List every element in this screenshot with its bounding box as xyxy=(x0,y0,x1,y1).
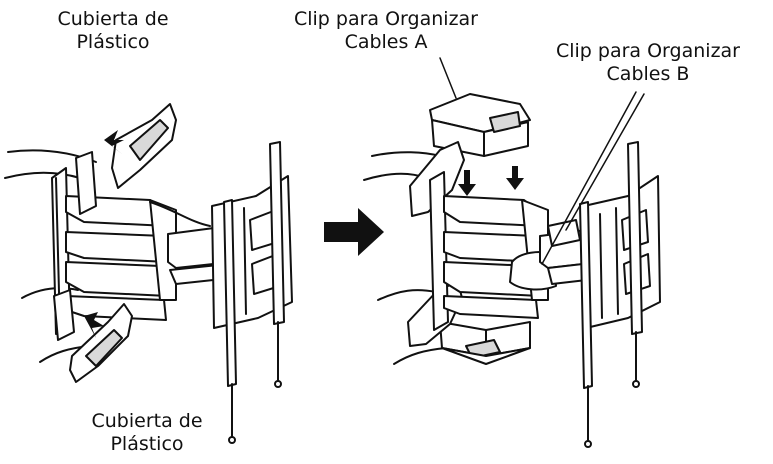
arrow-icon xyxy=(506,166,524,190)
cable xyxy=(377,289,437,301)
arrow-icon xyxy=(84,312,104,338)
cable xyxy=(149,201,211,227)
cable xyxy=(371,151,441,157)
tv-rail-right xyxy=(627,141,643,335)
leader-line-clip-a xyxy=(439,57,457,99)
plastic-cover-top-face xyxy=(129,119,169,161)
lower-arm-bottom xyxy=(443,295,539,319)
tv-bracket-plate xyxy=(583,175,661,329)
plastic-cover-bottom-face xyxy=(85,329,123,367)
cable-clip-a-shade xyxy=(489,111,521,133)
bolt-icon xyxy=(274,380,282,388)
tv-rail-left xyxy=(223,199,237,387)
tv-rail-right xyxy=(269,141,285,325)
label-cable-clip-a: Clip para Organizar Cables A xyxy=(293,8,478,53)
bolt-icon xyxy=(584,440,592,448)
leader-line-clip-b xyxy=(541,91,637,265)
arrow-icon xyxy=(104,130,124,154)
bolt-icon xyxy=(632,380,640,388)
label-cable-clip-b: Clip para Organizar Cables B xyxy=(555,40,740,85)
label-plastic-cover-top: Cubierta de Plástico xyxy=(57,8,169,53)
direction-arrow-icon xyxy=(324,208,384,256)
label-plastic-cover-bottom: Cubierta de Plástico xyxy=(91,410,203,455)
arm-joint xyxy=(149,199,177,301)
cable xyxy=(4,171,81,179)
lower-arm xyxy=(65,261,169,297)
cable xyxy=(21,287,79,299)
cable-clip-a-bottom-base xyxy=(441,347,531,365)
right-mount-assembly xyxy=(363,93,661,448)
leader-line-clip-b xyxy=(565,93,645,231)
bolt-icon xyxy=(228,436,236,444)
upper-arm-bottom xyxy=(443,231,541,263)
plastic-cover-top-part xyxy=(75,151,97,215)
arrow-icon xyxy=(458,170,476,196)
plastic-cover-bottom-part xyxy=(53,289,75,341)
tv-rail-left xyxy=(579,201,593,389)
left-mount-assembly xyxy=(4,103,293,444)
cable xyxy=(393,347,447,365)
leader-lines xyxy=(439,57,645,265)
upper-arm-bottom xyxy=(65,231,169,263)
